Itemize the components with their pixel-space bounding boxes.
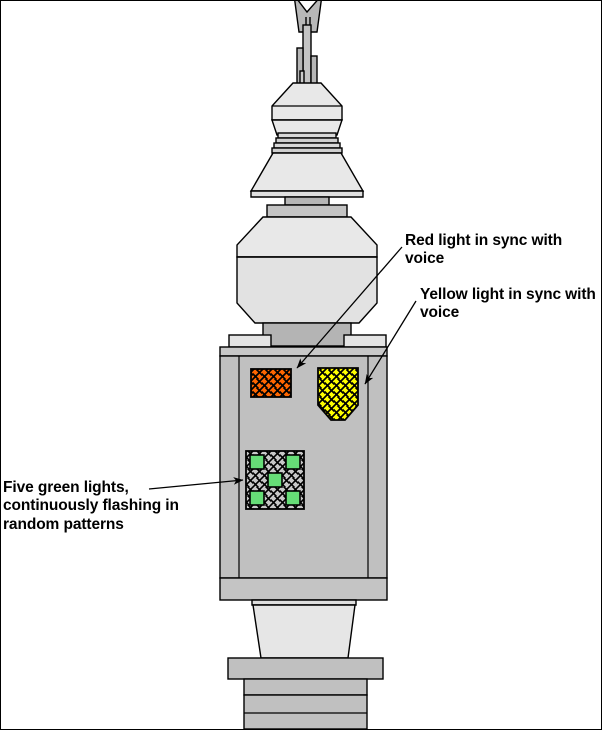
body-top-tabs <box>228 334 387 348</box>
base-flange <box>227 657 384 680</box>
leader-red <box>296 246 403 369</box>
skirt-pedestal <box>266 196 348 218</box>
pedestal <box>243 678 368 730</box>
green-light-2 <box>285 454 301 470</box>
callout-yellow-light: Yellow light in sync with voice <box>420 286 596 322</box>
green-light-4 <box>249 490 265 506</box>
ribbed-collar <box>271 132 343 154</box>
conical-skirt <box>249 152 365 198</box>
octagon-capsule <box>271 82 343 136</box>
green-light-3 <box>267 472 283 488</box>
lower-taper <box>251 599 357 659</box>
neck-block <box>262 322 352 347</box>
green-light-panel <box>245 450 305 510</box>
yellow-light <box>317 367 359 421</box>
red-light <box>250 368 292 398</box>
light-cluster <box>245 367 359 510</box>
callout-red-light: Red light in sync with voice <box>405 232 563 268</box>
green-light-1 <box>249 454 265 470</box>
leader-lines <box>148 246 417 490</box>
callout-green-lights: Five green lights, continuously flashing… <box>3 479 179 533</box>
leader-green <box>148 477 244 490</box>
green-light-5 <box>285 490 301 506</box>
drum-module <box>236 216 378 324</box>
leader-yellow <box>364 300 417 385</box>
